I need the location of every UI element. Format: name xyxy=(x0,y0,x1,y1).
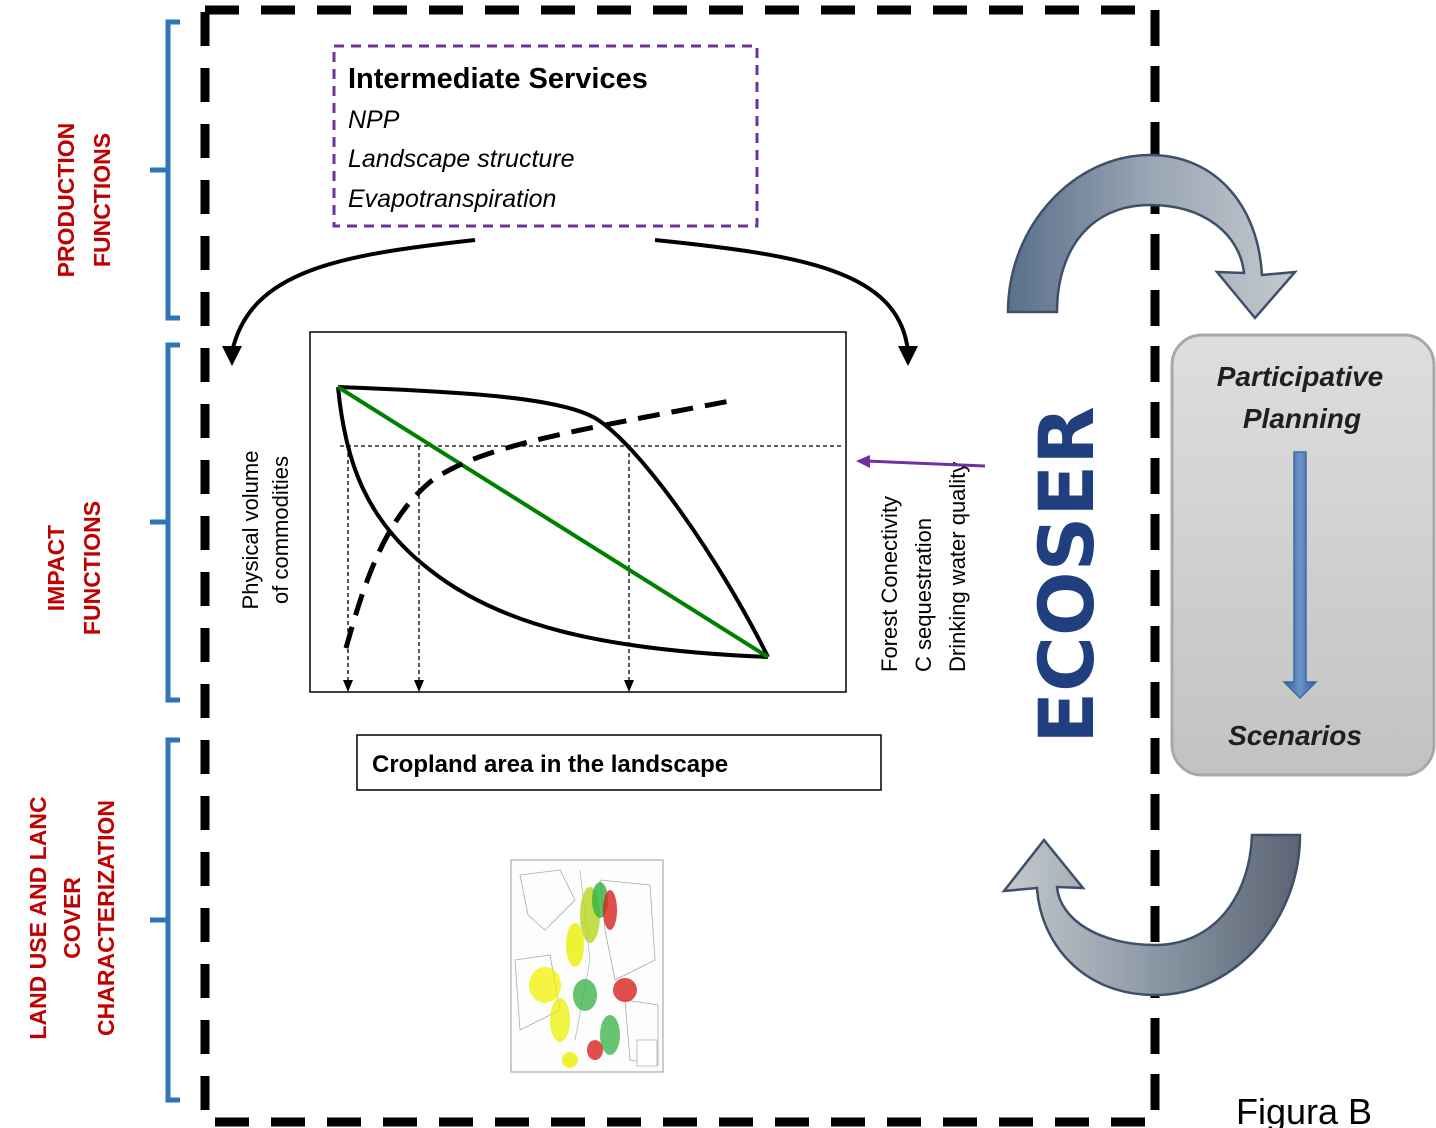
x-axis-label: Cropland area in the landscape xyxy=(372,751,728,778)
lower-tradeoff-curve xyxy=(336,386,769,659)
c-sequestration-label: C sequestration xyxy=(911,518,936,672)
y-axis-label-line1: Physical volume xyxy=(238,451,263,610)
production-functions-label: PRODUCTION FUNCTIONS xyxy=(53,123,115,278)
participative-label: Participative xyxy=(1217,361,1384,392)
forest-connectivity-label: Forest Conectivity xyxy=(877,496,902,672)
service-item-npp: NPP xyxy=(348,106,400,134)
vertical-arrowhead-3 xyxy=(624,680,634,692)
impact-label-line1: IMPACT xyxy=(43,525,69,611)
intermediate-services-box xyxy=(332,44,759,228)
scenarios-label: Scenarios xyxy=(1228,720,1362,751)
main-dashed-frame xyxy=(200,5,1160,1127)
planning-label: Planning xyxy=(1243,403,1361,434)
land-use-map-thumbnail xyxy=(510,859,664,1073)
ecoser-label: ECOSER xyxy=(1022,406,1111,743)
ecoser-label-group: ECOSER xyxy=(1022,406,1111,743)
dashed-response-curve xyxy=(343,397,736,649)
left-curved-arrow xyxy=(230,238,476,353)
land-use-label-line3: CHARACTERIZATION xyxy=(93,800,119,1036)
y-axis-label: Physical volume of commodities xyxy=(238,451,293,610)
tradeoff-chart-frame xyxy=(309,331,847,693)
service-item-landscape-structure: Landscape structure xyxy=(348,145,575,173)
vertical-arrowhead-1 xyxy=(343,680,353,692)
service-item-evapotranspiration: Evapotranspiration xyxy=(348,185,556,213)
land-use-label-line1: LAND USE AND LANC xyxy=(25,796,51,1039)
bottom-cycle-arrow xyxy=(1001,833,1302,997)
production-label-line2: FUNCTIONS xyxy=(89,133,115,267)
vertical-arrowhead-2 xyxy=(414,680,424,692)
impact-bracket xyxy=(150,342,180,703)
upper-tradeoff-curve xyxy=(337,385,770,658)
x-axis-label-box xyxy=(356,734,882,791)
impact-label-line2: FUNCTIONS xyxy=(79,501,105,635)
right-curved-arrow xyxy=(654,238,910,353)
purple-pointer-arrowhead xyxy=(856,455,870,468)
impact-functions-label: IMPACT FUNCTIONS xyxy=(43,501,105,635)
ecosystem-services-labels: Forest Conectivity C sequestration Drink… xyxy=(877,462,970,672)
purple-pointer-line xyxy=(865,459,986,468)
planning-down-arrow xyxy=(1282,451,1318,700)
drinking-water-label: Drinking water quality xyxy=(945,462,970,672)
y-axis-label-line2: of commodities xyxy=(268,456,293,604)
production-label-line1: PRODUCTION xyxy=(53,123,79,278)
land-use-label: LAND USE AND LANC COVER CHARACTERIZATION xyxy=(25,796,119,1039)
land-use-label-line2: COVER xyxy=(59,877,85,959)
land-use-bracket xyxy=(150,737,180,1103)
right-curved-arrowhead xyxy=(898,346,918,366)
top-cycle-arrow xyxy=(1006,153,1298,320)
intermediate-services-title: Intermediate Services xyxy=(348,63,648,95)
left-curved-arrowhead xyxy=(222,346,242,366)
figure-caption: Figura B xyxy=(1236,1091,1372,1128)
linear-tradeoff-line xyxy=(336,385,770,659)
production-bracket xyxy=(150,19,180,321)
